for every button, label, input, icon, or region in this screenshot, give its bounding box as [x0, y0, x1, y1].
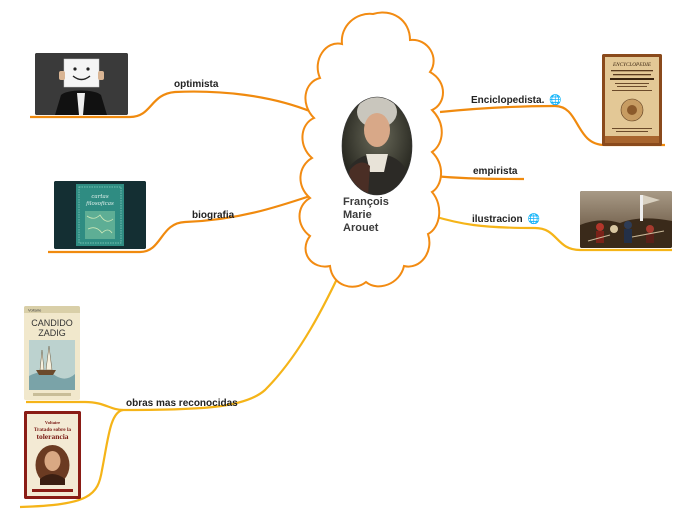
optimista-smiley-image — [35, 53, 128, 115]
branch-line-optimista — [30, 90, 313, 119]
globe-link-icon[interactable]: 🌐 — [549, 95, 562, 106]
book-candido-title-line-2: ZADIG — [38, 328, 66, 338]
branch-line-obras-second — [19, 408, 124, 509]
globe-link-icon[interactable]: 🌐 — [527, 214, 541, 225]
book-tratado-author: Voltaire — [45, 420, 60, 425]
branch-biografia[interactable]: biografia — [192, 210, 234, 222]
branch-empirista-label: empirista — [473, 166, 518, 177]
central-topic-line-3: Arouet — [343, 222, 379, 234]
branch-line-enciclopedista — [439, 104, 665, 147]
branch-ilustracion[interactable]: ilustracion 🌐 — [472, 214, 540, 226]
book-cartas-title-line-2: filosoficas — [85, 201, 114, 207]
branch-ilustracion-label: ilustracion — [472, 214, 523, 225]
encyclopedie-book-image: ENCYCLOPEDIE — [602, 54, 662, 146]
branch-optimista-label: optimista — [174, 79, 219, 90]
encyclopedie-title: ENCYCLOPEDIE — [612, 62, 652, 68]
branch-line-obras — [26, 261, 346, 412]
branch-empirista[interactable]: empirista — [473, 166, 517, 178]
central-portrait-image — [342, 97, 412, 195]
branch-enciclopedista[interactable]: Enciclopedista. 🌐 — [471, 95, 562, 107]
branch-optimista[interactable]: optimista — [174, 79, 218, 91]
central-topic-line-1: François — [343, 196, 389, 208]
branch-obras-label: obras mas reconocidas — [126, 398, 238, 409]
ilustracion-painting-image — [580, 191, 672, 248]
biografia-book-image: cartas filosoficas — [54, 181, 146, 249]
branch-obras-mas-reconocidas[interactable]: obras mas reconocidas — [126, 398, 238, 410]
book-candido-author: Voltaire — [28, 308, 42, 313]
candido-zadig-book-image: Voltaire CANDIDO ZADIG — [24, 306, 80, 400]
branch-enciclopedista-label: Enciclopedista. — [471, 95, 545, 106]
book-tratado-title-line-1: Tratado sobre la — [34, 427, 72, 433]
book-candido-title-line-1: CANDIDO — [31, 318, 73, 328]
branch-line-biografia — [48, 192, 317, 254]
book-tratado-title-line-2: tolerancia — [36, 432, 68, 441]
central-topic[interactable]: François Marie Arouet — [343, 196, 389, 235]
branch-line-ilustracion — [432, 214, 672, 252]
tratado-tolerancia-book-image: Voltaire Tratado sobre la tolerancia — [24, 411, 81, 499]
branch-biografia-label: biografia — [192, 210, 235, 221]
central-topic-line-2: Marie — [343, 209, 372, 221]
book-cartas-title-line-1: cartas — [91, 194, 108, 200]
